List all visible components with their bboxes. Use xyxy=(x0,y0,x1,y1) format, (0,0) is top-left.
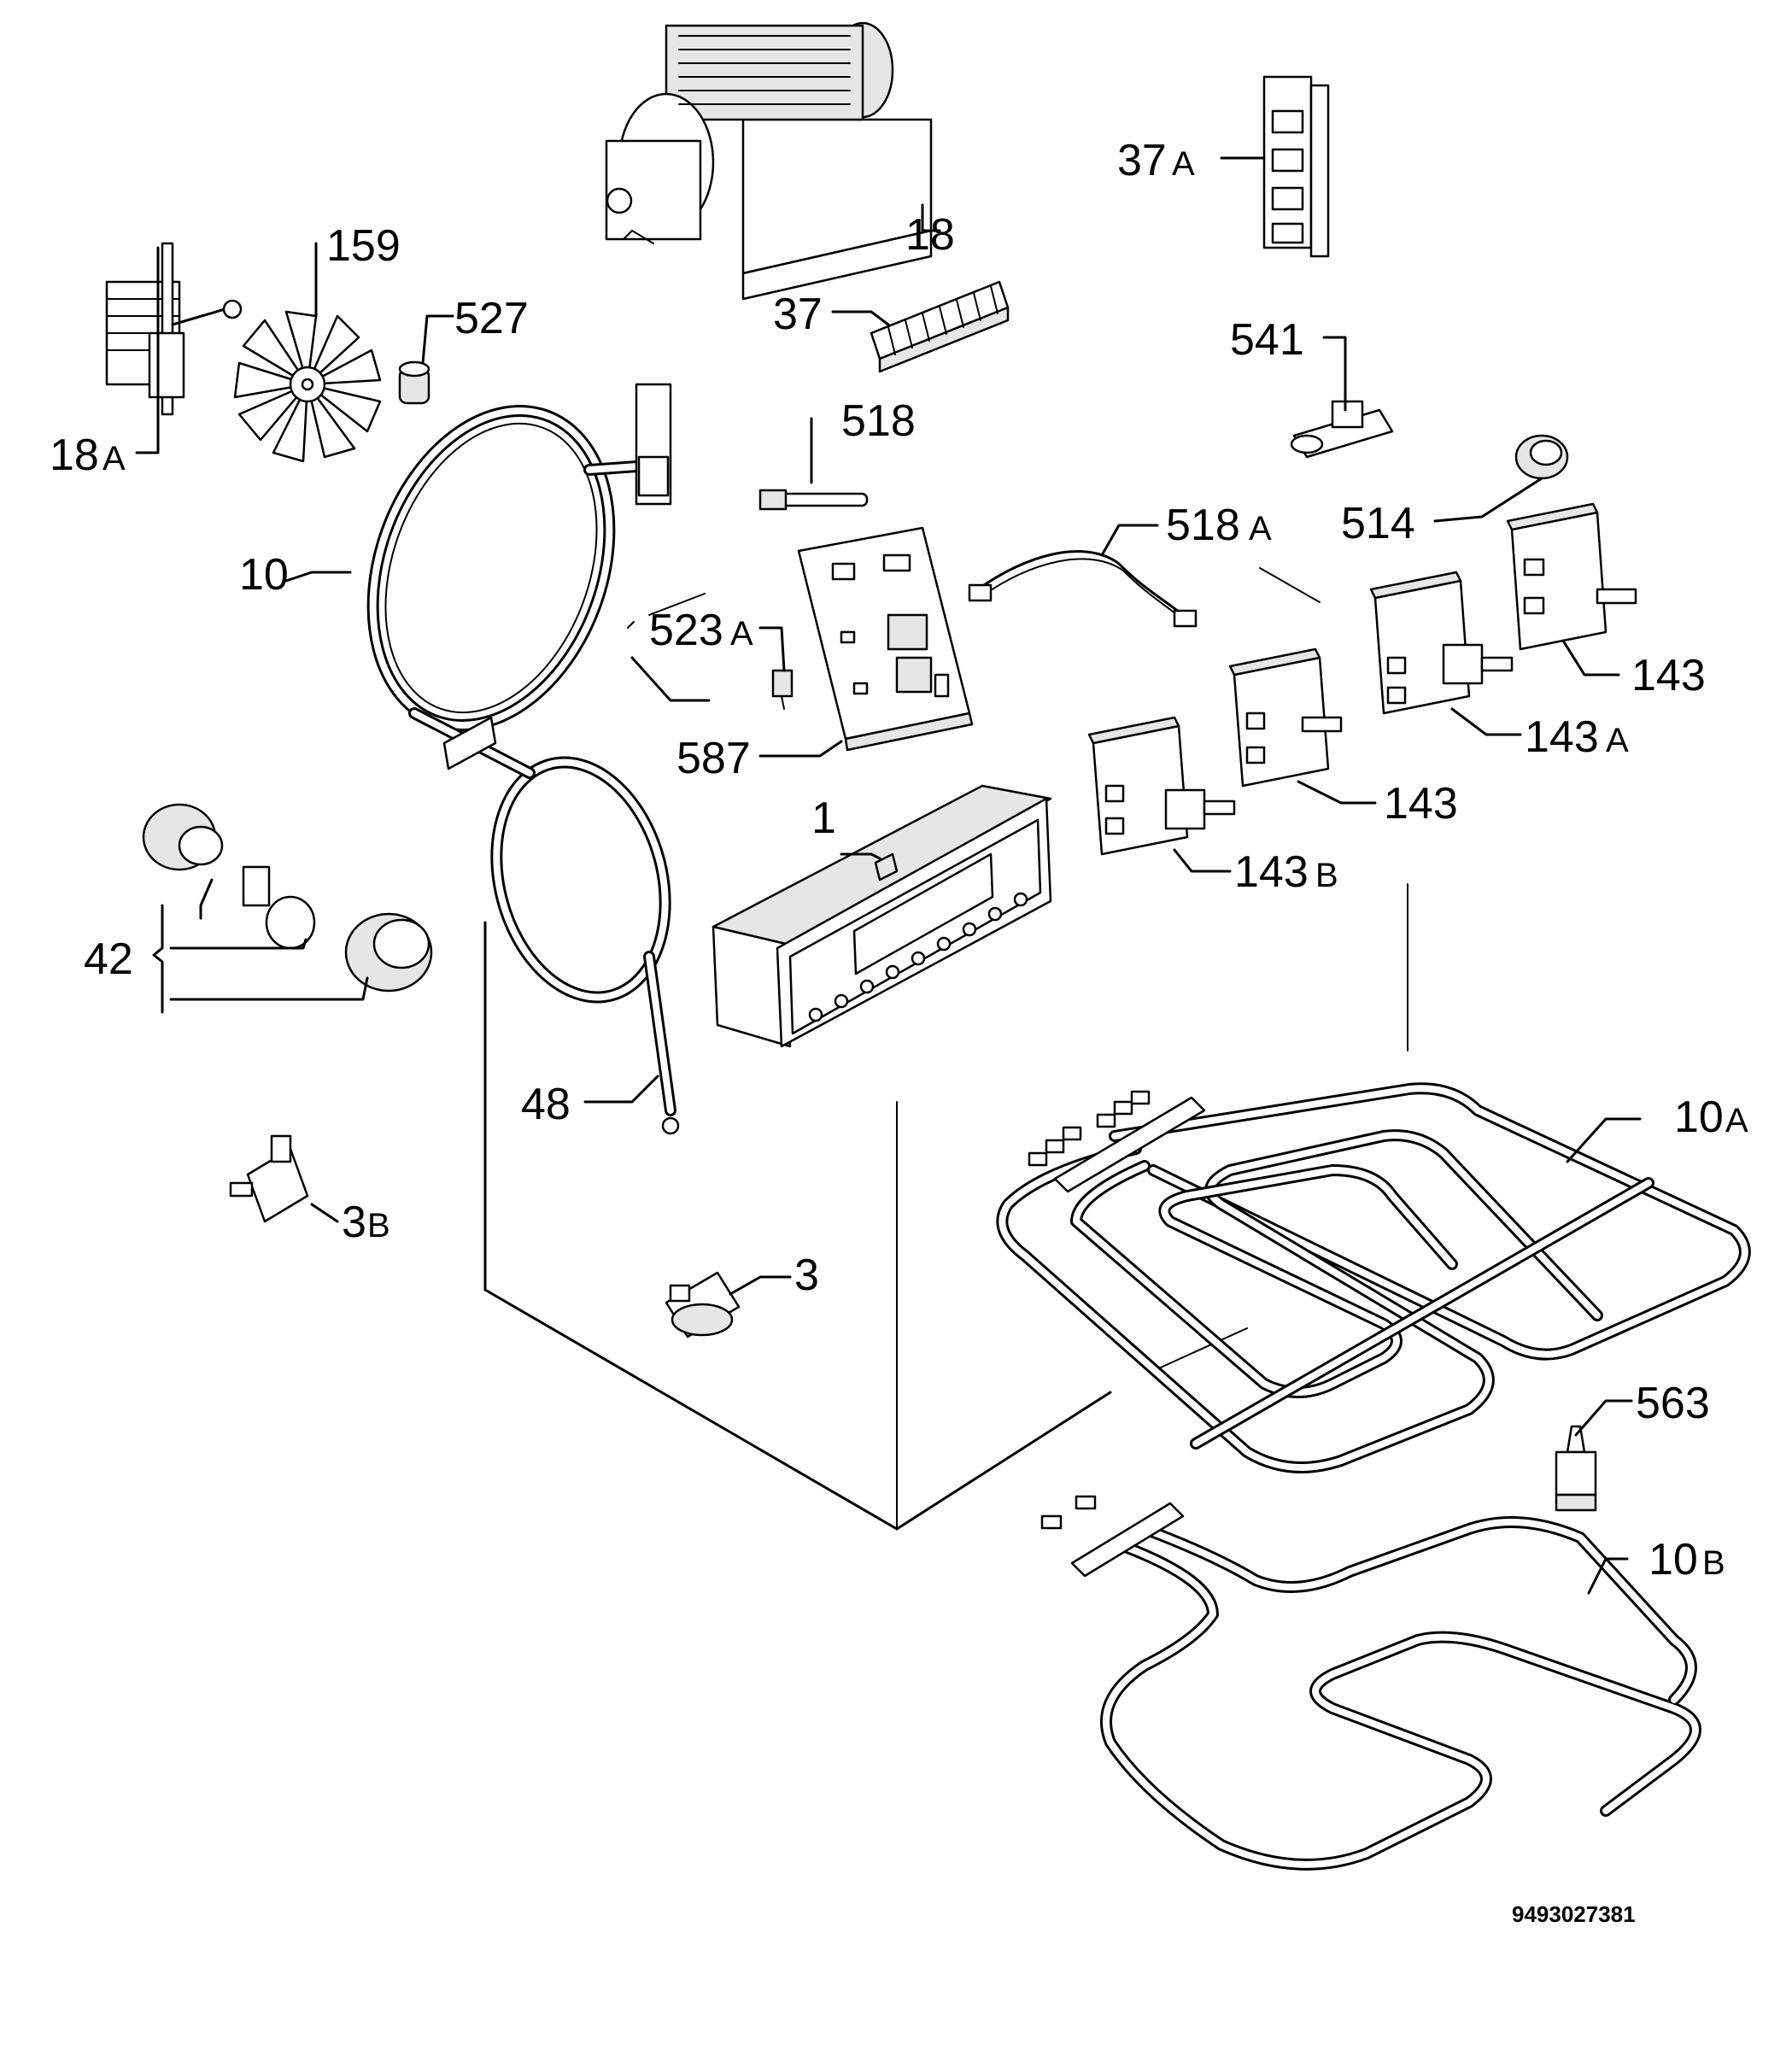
label-523a: 523 xyxy=(649,606,723,655)
part-527-nut xyxy=(398,360,430,405)
callout-labels: 1 3 3 B 10 10 A 10 B 18 18 A 37 37 A 42 … xyxy=(50,136,1748,1584)
part-37a-terminal-strip xyxy=(1262,75,1330,258)
label-18: 18 xyxy=(905,210,955,260)
switch-divider-line xyxy=(1259,567,1321,603)
label-143a-suffix: A xyxy=(1606,722,1629,759)
label-10: 10 xyxy=(239,550,289,600)
label-18a: 18 xyxy=(50,430,99,480)
part-159-fan-wheel xyxy=(233,310,382,463)
part-48-temperature-probe xyxy=(408,707,680,1135)
label-3b-suffix: B xyxy=(367,1207,390,1245)
label-1: 1 xyxy=(811,794,836,843)
label-143-top: 143 xyxy=(1631,651,1706,700)
label-10a: 10 xyxy=(1674,1092,1724,1142)
part-3-thermostat xyxy=(665,1271,741,1338)
label-143b-suffix: B xyxy=(1315,857,1338,894)
label-10a-suffix: A xyxy=(1725,1102,1748,1139)
part-143a-switch xyxy=(1369,571,1514,715)
document-number: 9493027381 xyxy=(1512,1901,1636,1927)
part-541-small-switch xyxy=(1290,400,1394,459)
label-514: 514 xyxy=(1341,499,1415,548)
label-587: 587 xyxy=(676,734,751,783)
part-514-ring xyxy=(1514,434,1569,480)
label-10b: 10 xyxy=(1649,1535,1698,1584)
label-527: 527 xyxy=(454,294,529,343)
label-159: 159 xyxy=(326,221,401,271)
label-10b-suffix: B xyxy=(1702,1544,1725,1582)
label-143-mid: 143 xyxy=(1384,779,1458,829)
label-541: 541 xyxy=(1230,315,1304,365)
label-3: 3 xyxy=(794,1250,819,1300)
part-143-top-switch xyxy=(1506,502,1637,651)
part-10-circular-heating-element xyxy=(366,383,672,731)
label-143b: 143 xyxy=(1234,847,1309,897)
part-143-mid-switch xyxy=(1228,647,1343,788)
label-3b: 3 xyxy=(342,1198,366,1247)
part-518a-wiring-harness xyxy=(968,550,1198,628)
label-42: 42 xyxy=(84,934,133,984)
oven-cavity-outline xyxy=(483,883,1408,1531)
label-563: 563 xyxy=(1636,1379,1710,1428)
part-42-lamp-assembly xyxy=(142,803,433,993)
leader-lines xyxy=(135,156,1642,1595)
label-37: 37 xyxy=(773,290,823,339)
label-143a: 143 xyxy=(1525,712,1599,762)
label-518a-suffix: A xyxy=(1249,510,1272,548)
label-523a-suffix: A xyxy=(730,615,753,653)
part-563-fastener xyxy=(1555,1425,1597,1512)
part-18-tangential-fan xyxy=(605,21,933,301)
part-10a-grill-heating-element xyxy=(996,1082,1751,1473)
part-18a-fan-motor xyxy=(105,242,243,416)
part-37-terminal-block xyxy=(870,280,1010,373)
label-18a-suffix: A xyxy=(102,440,126,477)
part-587-pcb xyxy=(797,526,974,752)
part-3b-thermostat xyxy=(229,1134,309,1223)
part-1-control-panel xyxy=(712,784,1052,1048)
part-10b-lower-heating-element xyxy=(1040,1495,1701,1871)
part-523a-connector xyxy=(771,669,794,710)
label-37a-suffix: A xyxy=(1172,145,1195,183)
label-48: 48 xyxy=(521,1080,571,1129)
part-518-sensor xyxy=(758,489,869,511)
part-143b-switch xyxy=(1087,716,1236,856)
label-518: 518 xyxy=(841,396,916,446)
label-518a: 518 xyxy=(1166,501,1240,550)
label-37a: 37 xyxy=(1117,136,1167,185)
